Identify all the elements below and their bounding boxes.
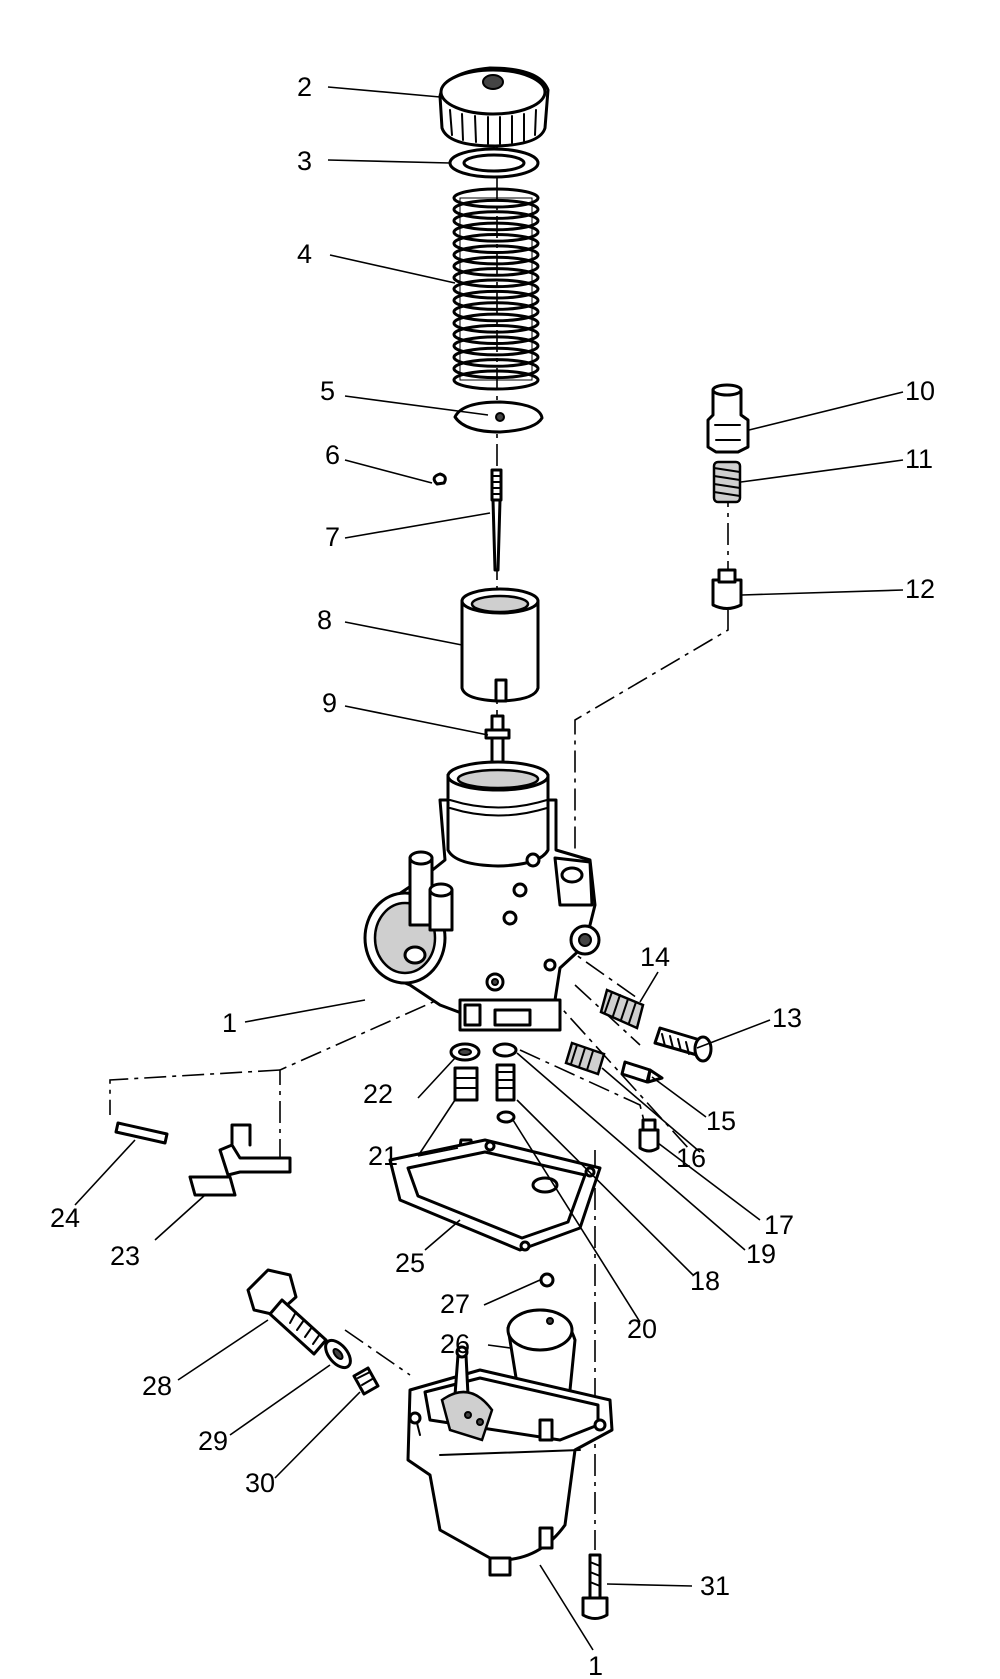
callout-10: 10: [905, 376, 935, 406]
callout-15: 15: [706, 1106, 736, 1136]
spring-coil: [452, 335, 540, 357]
spring-coil: [452, 312, 540, 334]
callout-11: 11: [905, 444, 933, 474]
callout-28: 28: [142, 1371, 172, 1401]
callout-21: 21: [368, 1141, 398, 1171]
part-adjuster-plunger: [711, 568, 743, 610]
callout-12: 12: [905, 574, 935, 604]
spring-coil: [452, 198, 540, 220]
callout-1-body: 1: [222, 1008, 237, 1038]
part-float-bowl: [406, 1345, 614, 1577]
spring-body: [459, 197, 533, 381]
part-adjuster-spring: [712, 460, 742, 504]
callout-23: 23: [110, 1241, 140, 1271]
part-pilot-jet: [495, 1063, 516, 1102]
part-main-jet-washer: [449, 1042, 481, 1062]
part-carburetor-body: [363, 760, 601, 1032]
callout-1-bowl: 1: [588, 1651, 603, 1679]
callout-6: 6: [325, 440, 340, 470]
part-idle-spring: [599, 988, 645, 1030]
part-clip: [432, 472, 447, 486]
part-drain-washer: [324, 1338, 352, 1370]
part-float-pin: [114, 1121, 169, 1145]
part-float: [506, 1308, 577, 1398]
callout-20: 20: [627, 1314, 657, 1344]
part-seat-plate: [453, 400, 544, 434]
part-bowl-screw: [581, 1553, 609, 1620]
part-mixture-spring: [564, 1041, 606, 1076]
callout-30: 30: [245, 1468, 275, 1498]
part-drain-screw: [352, 1366, 380, 1396]
spring-coil: [452, 289, 540, 311]
callout-5: 5: [320, 376, 335, 406]
part-gasket: [388, 1138, 602, 1252]
part-float-needle: [539, 1272, 555, 1288]
callout-25: 25: [395, 1248, 425, 1278]
part-float-arm: [188, 1123, 292, 1197]
spring-coil: [452, 210, 540, 232]
callout-31: 31: [700, 1571, 730, 1601]
callout-26: 26: [440, 1329, 470, 1359]
callout-13: 13: [772, 1003, 802, 1033]
part-jet-needle: [490, 468, 503, 572]
spring-coil: [452, 221, 540, 243]
part-plug: [638, 1118, 660, 1153]
callout-18: 18: [690, 1266, 720, 1296]
leader-lines: [74, 86, 904, 1651]
callout-19: 19: [746, 1239, 776, 1269]
spring-coil: [452, 346, 540, 368]
part-drain-bolt: [246, 1268, 328, 1356]
spring-coil: [452, 187, 540, 209]
callout-2: 2: [297, 72, 312, 102]
part-o-ring-20: [496, 1110, 516, 1124]
callout-numbers: 2 3 4 5 6 7 8 9 10 11 12 1 14 13 15 16 1…: [50, 72, 935, 1679]
spring-coil: [452, 255, 540, 277]
spring-coil: [452, 369, 540, 391]
part-o-ring-19: [492, 1042, 518, 1058]
spring-coil: [452, 244, 540, 266]
part-adjuster-nut: [706, 383, 750, 454]
part-top-cap: [438, 66, 550, 148]
callout-9: 9: [322, 688, 337, 718]
part-washer: [448, 147, 540, 179]
callout-27: 27: [440, 1289, 470, 1319]
spring-coil: [452, 324, 540, 345]
part-throttle-valve: [460, 587, 540, 703]
callout-8: 8: [317, 605, 332, 635]
callout-29: 29: [198, 1426, 228, 1456]
spring-coil: [452, 301, 540, 323]
callout-24: 24: [50, 1203, 80, 1233]
spring-coil: [452, 278, 540, 300]
spring-coil: [452, 267, 540, 289]
part-idle-screw: [653, 1026, 713, 1063]
callout-7: 7: [325, 522, 340, 552]
callout-17: 17: [764, 1210, 794, 1240]
callout-4: 4: [297, 239, 312, 269]
callout-22: 22: [363, 1079, 393, 1109]
callout-14: 14: [640, 942, 670, 972]
spring-coil: [452, 233, 540, 254]
spring-coil: [452, 358, 540, 380]
part-spring: [452, 187, 540, 391]
callout-16: 16: [676, 1143, 706, 1173]
callout-3: 3: [297, 146, 312, 176]
